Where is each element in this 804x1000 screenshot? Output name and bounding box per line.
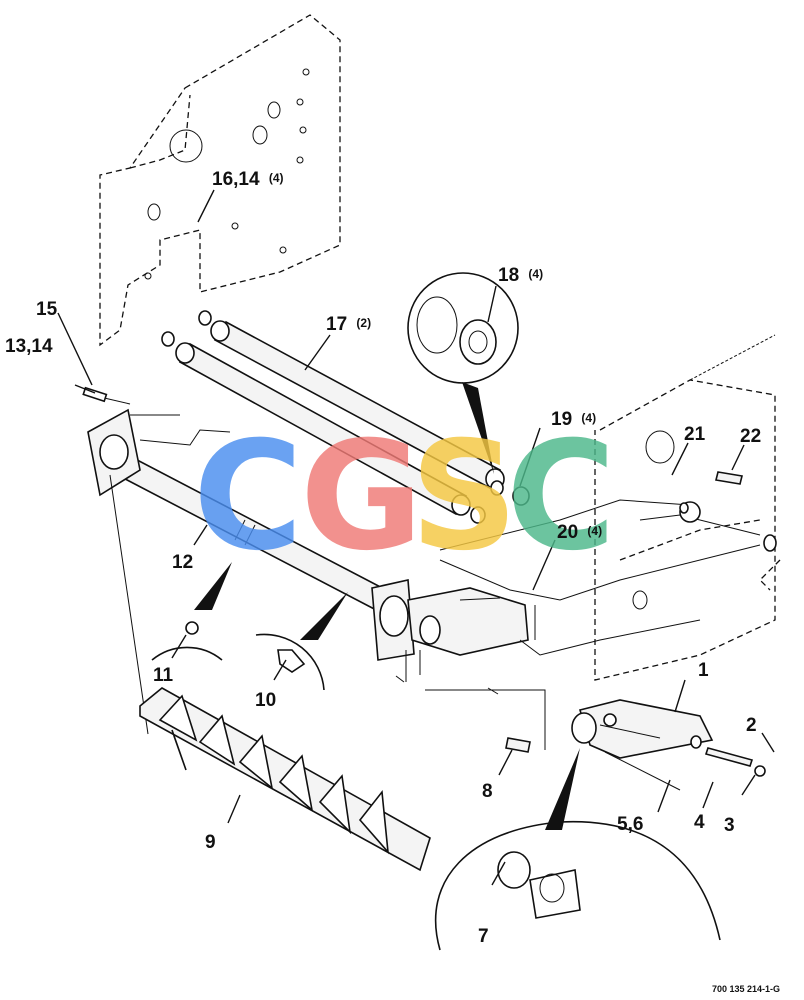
- callout-13-14: 13,14: [5, 336, 53, 357]
- callout-20-qty: (4): [587, 524, 602, 538]
- callout-3: 3: [724, 815, 735, 836]
- callout-19-label: 19: [551, 409, 572, 430]
- callout-labels: 1 2 3 4 5,6 7 8 9 10 11 12 13,14 15 16,1…: [5, 169, 761, 947]
- feeder-plate: [139, 687, 431, 872]
- callout-7: 7: [478, 926, 489, 947]
- callout-18-label: 18: [498, 265, 519, 286]
- callout-10: 10: [255, 690, 276, 711]
- left-side-panel: [99, 14, 341, 347]
- callout-17-qty: (2): [356, 316, 371, 330]
- detail-grease-fitting-11: [151, 562, 232, 661]
- drawing-number: 700 135 214-1-G: [712, 984, 780, 994]
- pivot-arm: [505, 699, 766, 791]
- callout-22: 22: [740, 426, 761, 447]
- callout-1: 1: [698, 660, 709, 681]
- callout-11: 11: [153, 665, 174, 686]
- callout-18: 18 (4): [498, 265, 543, 286]
- detail-bushing-7: [434, 748, 721, 951]
- callout-8: 8: [482, 781, 493, 802]
- callout-16-14-qty: (4): [269, 171, 284, 185]
- assembly-linkage-lines: [109, 471, 781, 750]
- callout-16-14: 16,14 (4): [212, 169, 284, 190]
- right-bearing-housing: [371, 579, 529, 682]
- callout-20: 20 (4): [557, 522, 602, 543]
- callout-19-qty: (4): [581, 411, 596, 425]
- watermark-letter-c2: C: [506, 410, 616, 584]
- left-bearing-plate: [82, 386, 231, 497]
- right-side-panel: [594, 334, 776, 681]
- watermark-letter-g: G: [300, 410, 423, 584]
- detail-grease-fitting-10: [255, 592, 348, 691]
- detail-bearing-18: [407, 272, 519, 474]
- callout-16-14-label: 16,14: [212, 169, 260, 190]
- callout-17-label: 17: [326, 314, 347, 335]
- callout-2: 2: [746, 715, 757, 736]
- callout-19: 19 (4): [551, 409, 596, 430]
- upper-rollers: [161, 310, 530, 524]
- watermark-letter-s: S: [410, 410, 518, 584]
- callout-20-label: 20: [557, 522, 578, 543]
- cgsc-watermark: C G S C: [193, 410, 616, 584]
- callout-17: 17 (2): [326, 314, 371, 335]
- callout-4: 4: [694, 812, 705, 833]
- callout-12: 12: [172, 552, 193, 573]
- callout-9: 9: [205, 832, 216, 853]
- callout-21: 21: [684, 424, 706, 445]
- callout-5-6: 5,6: [617, 814, 643, 835]
- watermark-letter-c1: C: [193, 410, 303, 584]
- leader-lines: [57, 189, 775, 886]
- callout-18-qty: (4): [528, 267, 543, 281]
- callout-15: 15: [36, 299, 58, 320]
